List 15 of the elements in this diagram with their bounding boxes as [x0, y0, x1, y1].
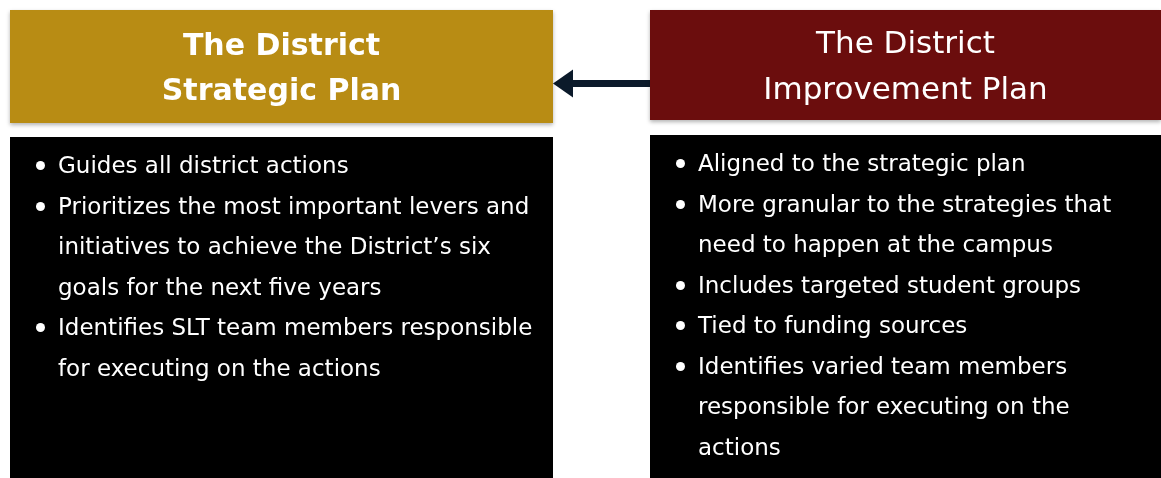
title-banner: [10, 10, 553, 123]
bullet-item: Prioritizes the most important levers and initiatives to achieve the District’s six goals for the next five years: [58, 192, 530, 300]
bullet-item: Identifies varied team members responsible for executing on the actions: [698, 352, 1070, 460]
title-banner: [650, 10, 1161, 120]
bullet-item: Includes targeted student groups: [698, 271, 1082, 298]
bullet-item: Aligned to the strategic plan: [698, 150, 1026, 176]
bullet-item: Identifies SLT team members responsible for executing on the actions: [58, 314, 533, 381]
banner-title: The District Strategic Plan: [160, 25, 403, 109]
bullet-panel: [650, 135, 1161, 478]
bullet-item: Tied to funding sources: [698, 312, 968, 338]
banner-title: The District Improvement Plan: [762, 22, 1049, 108]
bullet-item: More granular to the strategies that need to happen at the campus: [698, 190, 1112, 257]
bullet-panel: [10, 137, 553, 478]
arrow: [553, 69, 650, 98]
bullet-item: Guides all district actions: [58, 152, 349, 178]
